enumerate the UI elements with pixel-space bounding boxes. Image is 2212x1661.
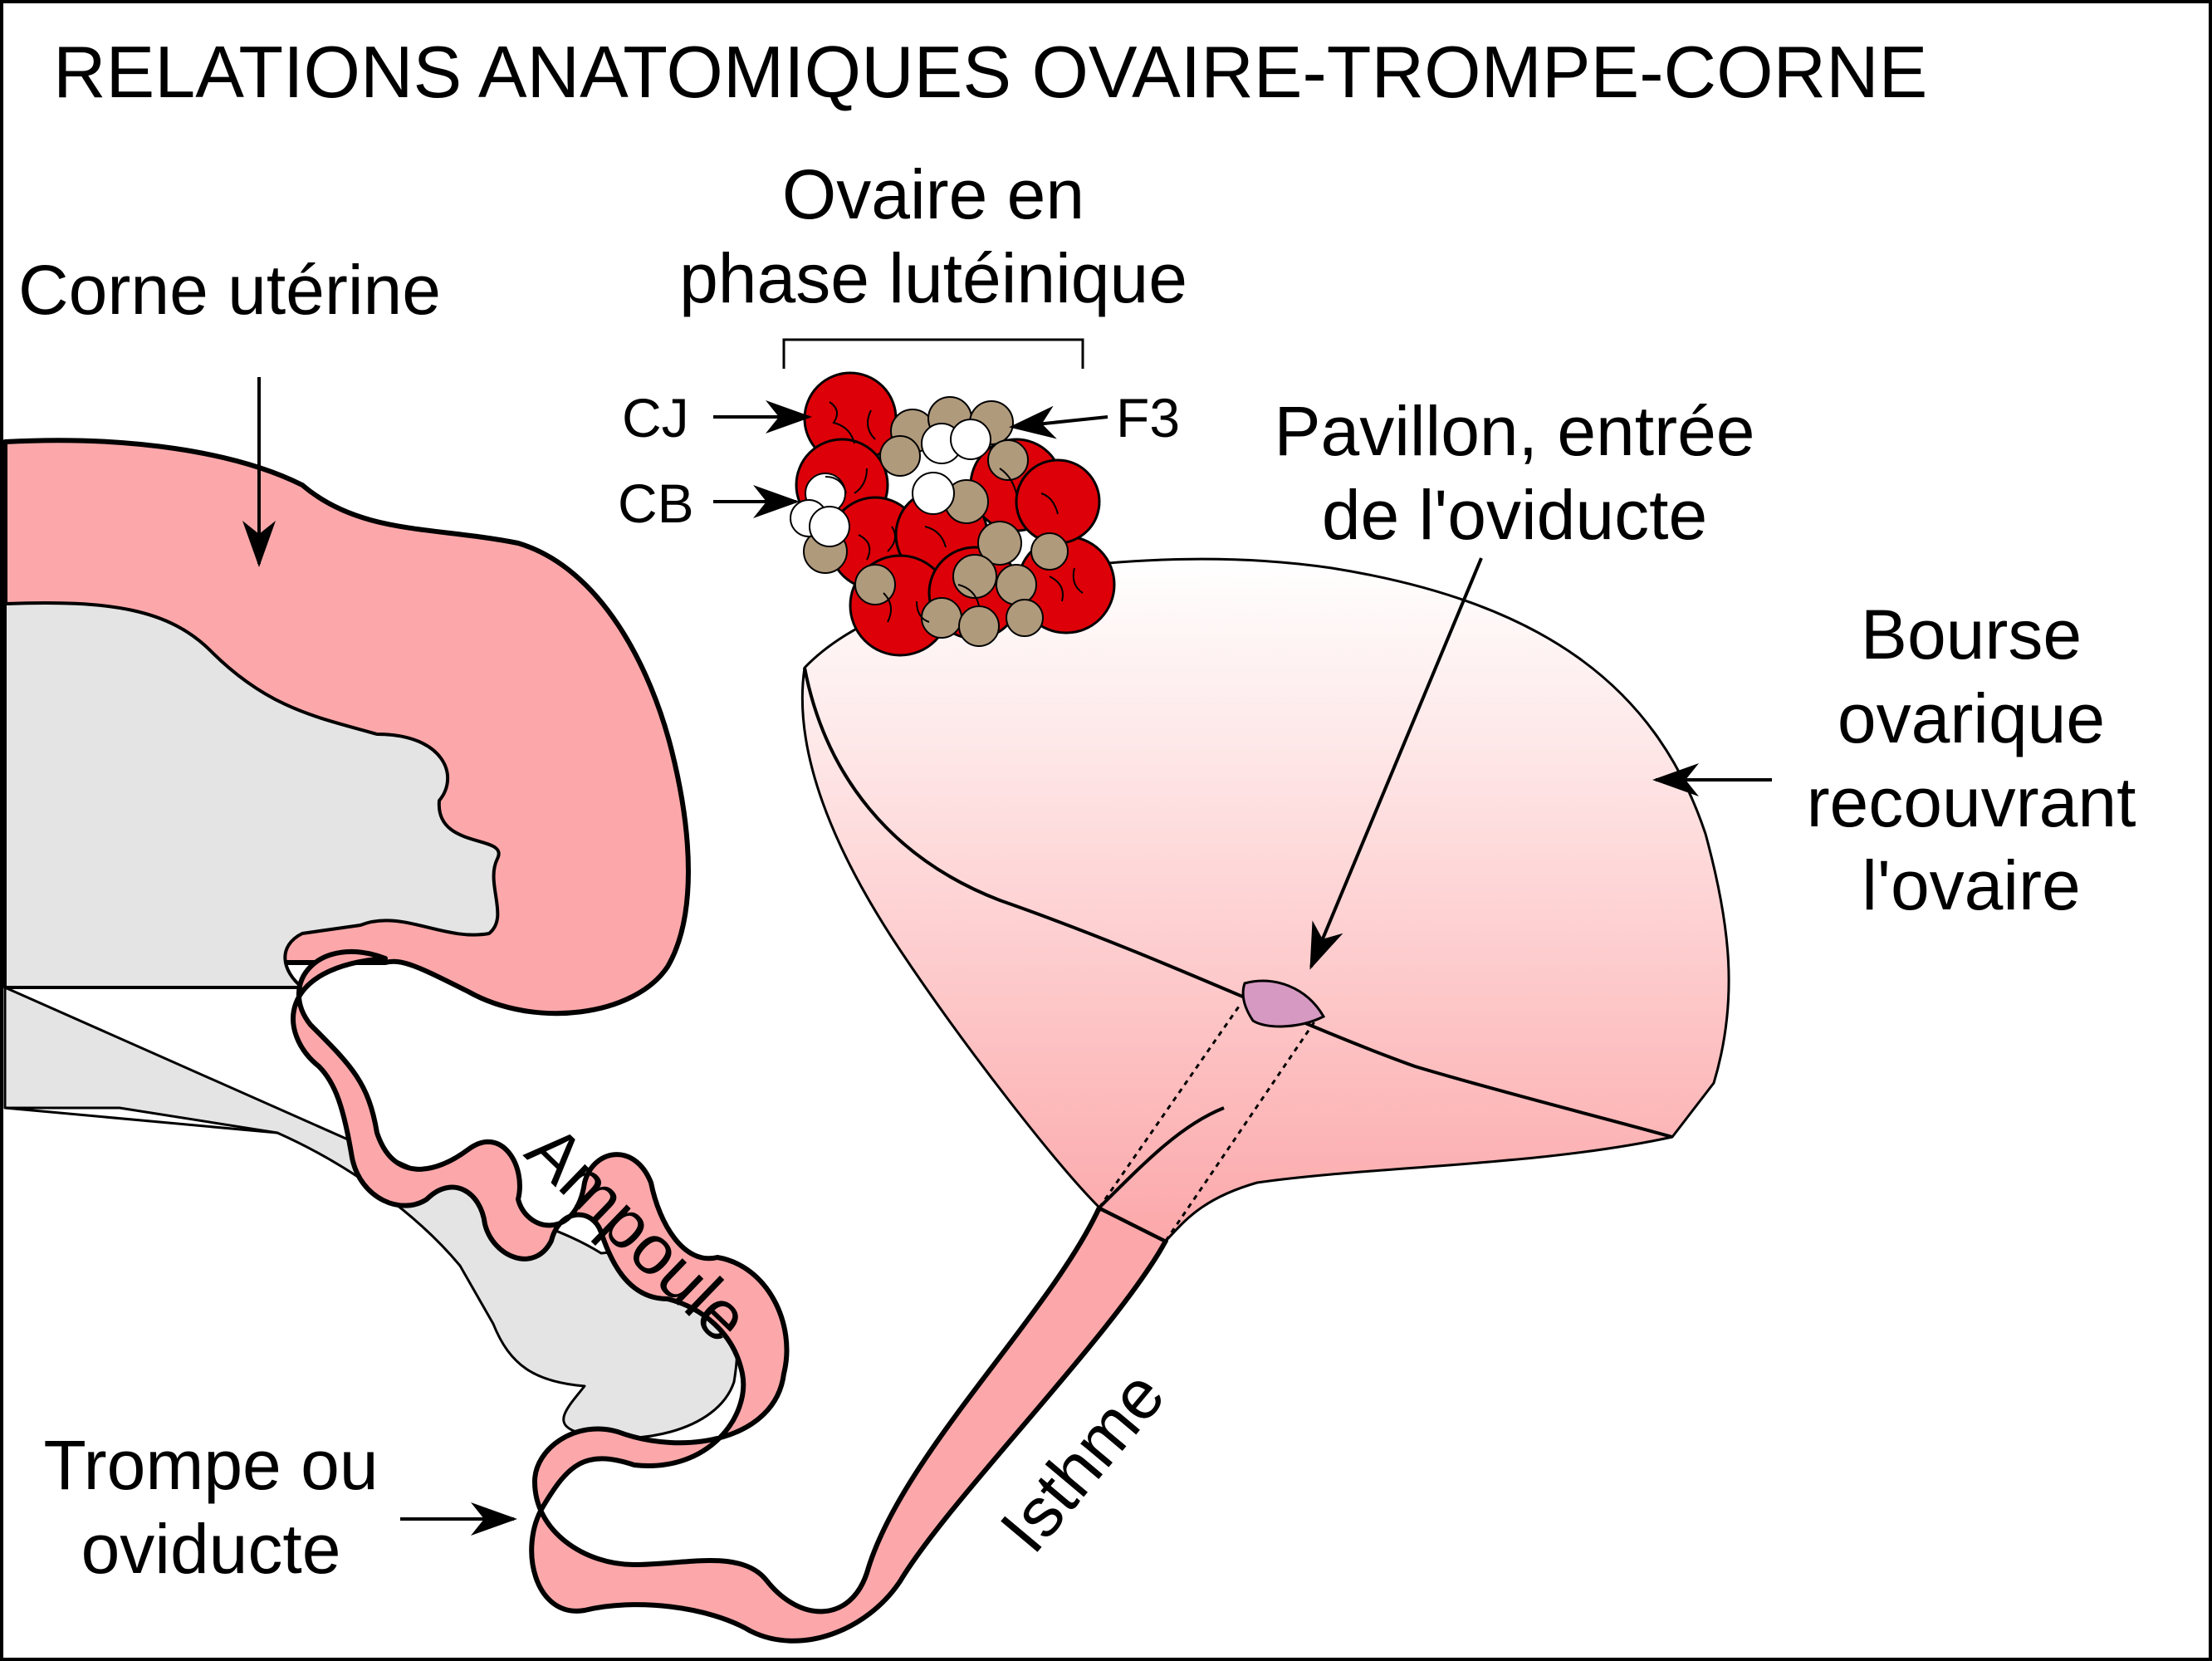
label-bourse-line1: Bourse: [1860, 595, 2082, 674]
bursa-ridge: [803, 667, 1673, 1139]
anatomy-diagram: [3, 338, 1772, 1644]
arrow-f3: [1009, 405, 1108, 439]
label-ovaire-line2: phase lutéinique: [679, 238, 1187, 317]
bursa-isthmus-junction: [1098, 1106, 1225, 1209]
corpus-albicans: [912, 472, 955, 515]
corpus-luteum: [1015, 458, 1101, 545]
follicle: [854, 564, 896, 605]
tube-inside-bursa-1: [1098, 1003, 1242, 1208]
ovary-cluster: [790, 371, 1116, 657]
label-pavillon-line2: de l'oviducte: [1321, 475, 1708, 554]
uterine-horn: [3, 438, 739, 1439]
label-trompe-line1: Trompe ou: [43, 1426, 379, 1504]
corpus-albicans: [809, 506, 850, 547]
arrows: [242, 377, 1772, 1536]
arrow-pavillon: [1309, 557, 1483, 970]
follicle: [879, 435, 921, 477]
follicle: [921, 597, 962, 639]
follicle: [1006, 599, 1044, 637]
ovary-bracket: [782, 338, 1084, 369]
label-bourse-line2: ovarique: [1837, 679, 2106, 757]
luteum-veins: [825, 401, 1084, 623]
ovarian-bursa: [800, 557, 1730, 1242]
label-f3: F3: [1116, 387, 1181, 448]
follicle: [996, 564, 1037, 605]
tube-inside-bursa-2: [1164, 1020, 1317, 1242]
label-bourse-line3: recouvrant: [1806, 762, 2136, 841]
follicle: [987, 439, 1029, 481]
label-trompe: Trompe ou oviducte: [12, 1423, 410, 1591]
label-bourse: Bourse ovarique recouvrant l'ovaire: [1764, 593, 2179, 928]
follicle: [977, 521, 1022, 566]
corpus-albicans: [950, 419, 991, 460]
label-ovaire: Ovaire en phase lutéinique: [634, 153, 1232, 321]
label-cj: CJ: [622, 387, 689, 448]
label-cb: CB: [618, 473, 694, 534]
follicle: [1030, 532, 1069, 571]
follicle: [952, 554, 997, 599]
label-bourse-line4: l'ovaire: [1862, 846, 2081, 925]
label-pavillon-line1: Pavillon, entrée: [1274, 392, 1755, 470]
label-ovaire-line1: Ovaire en: [781, 155, 1085, 233]
label-trompe-line2: oviducte: [81, 1509, 341, 1588]
uterine-lumen: [3, 600, 501, 989]
pavillon-opening: [1241, 979, 1326, 1028]
uterine-lower-edge: [4, 1106, 278, 1134]
oviduct-tube: [291, 948, 1168, 1644]
follicle: [958, 605, 1000, 647]
bursa-outer: [800, 557, 1730, 1242]
label-corne-uterine: Corne utérine: [18, 251, 441, 329]
oviduct: [291, 948, 1168, 1644]
page-title: RELATIONS ANATOMIQUES OVAIRE-TROMPE-CORN…: [53, 31, 1928, 113]
label-pavillon: Pavillon, entrée de l'oviducte: [1216, 390, 1813, 557]
